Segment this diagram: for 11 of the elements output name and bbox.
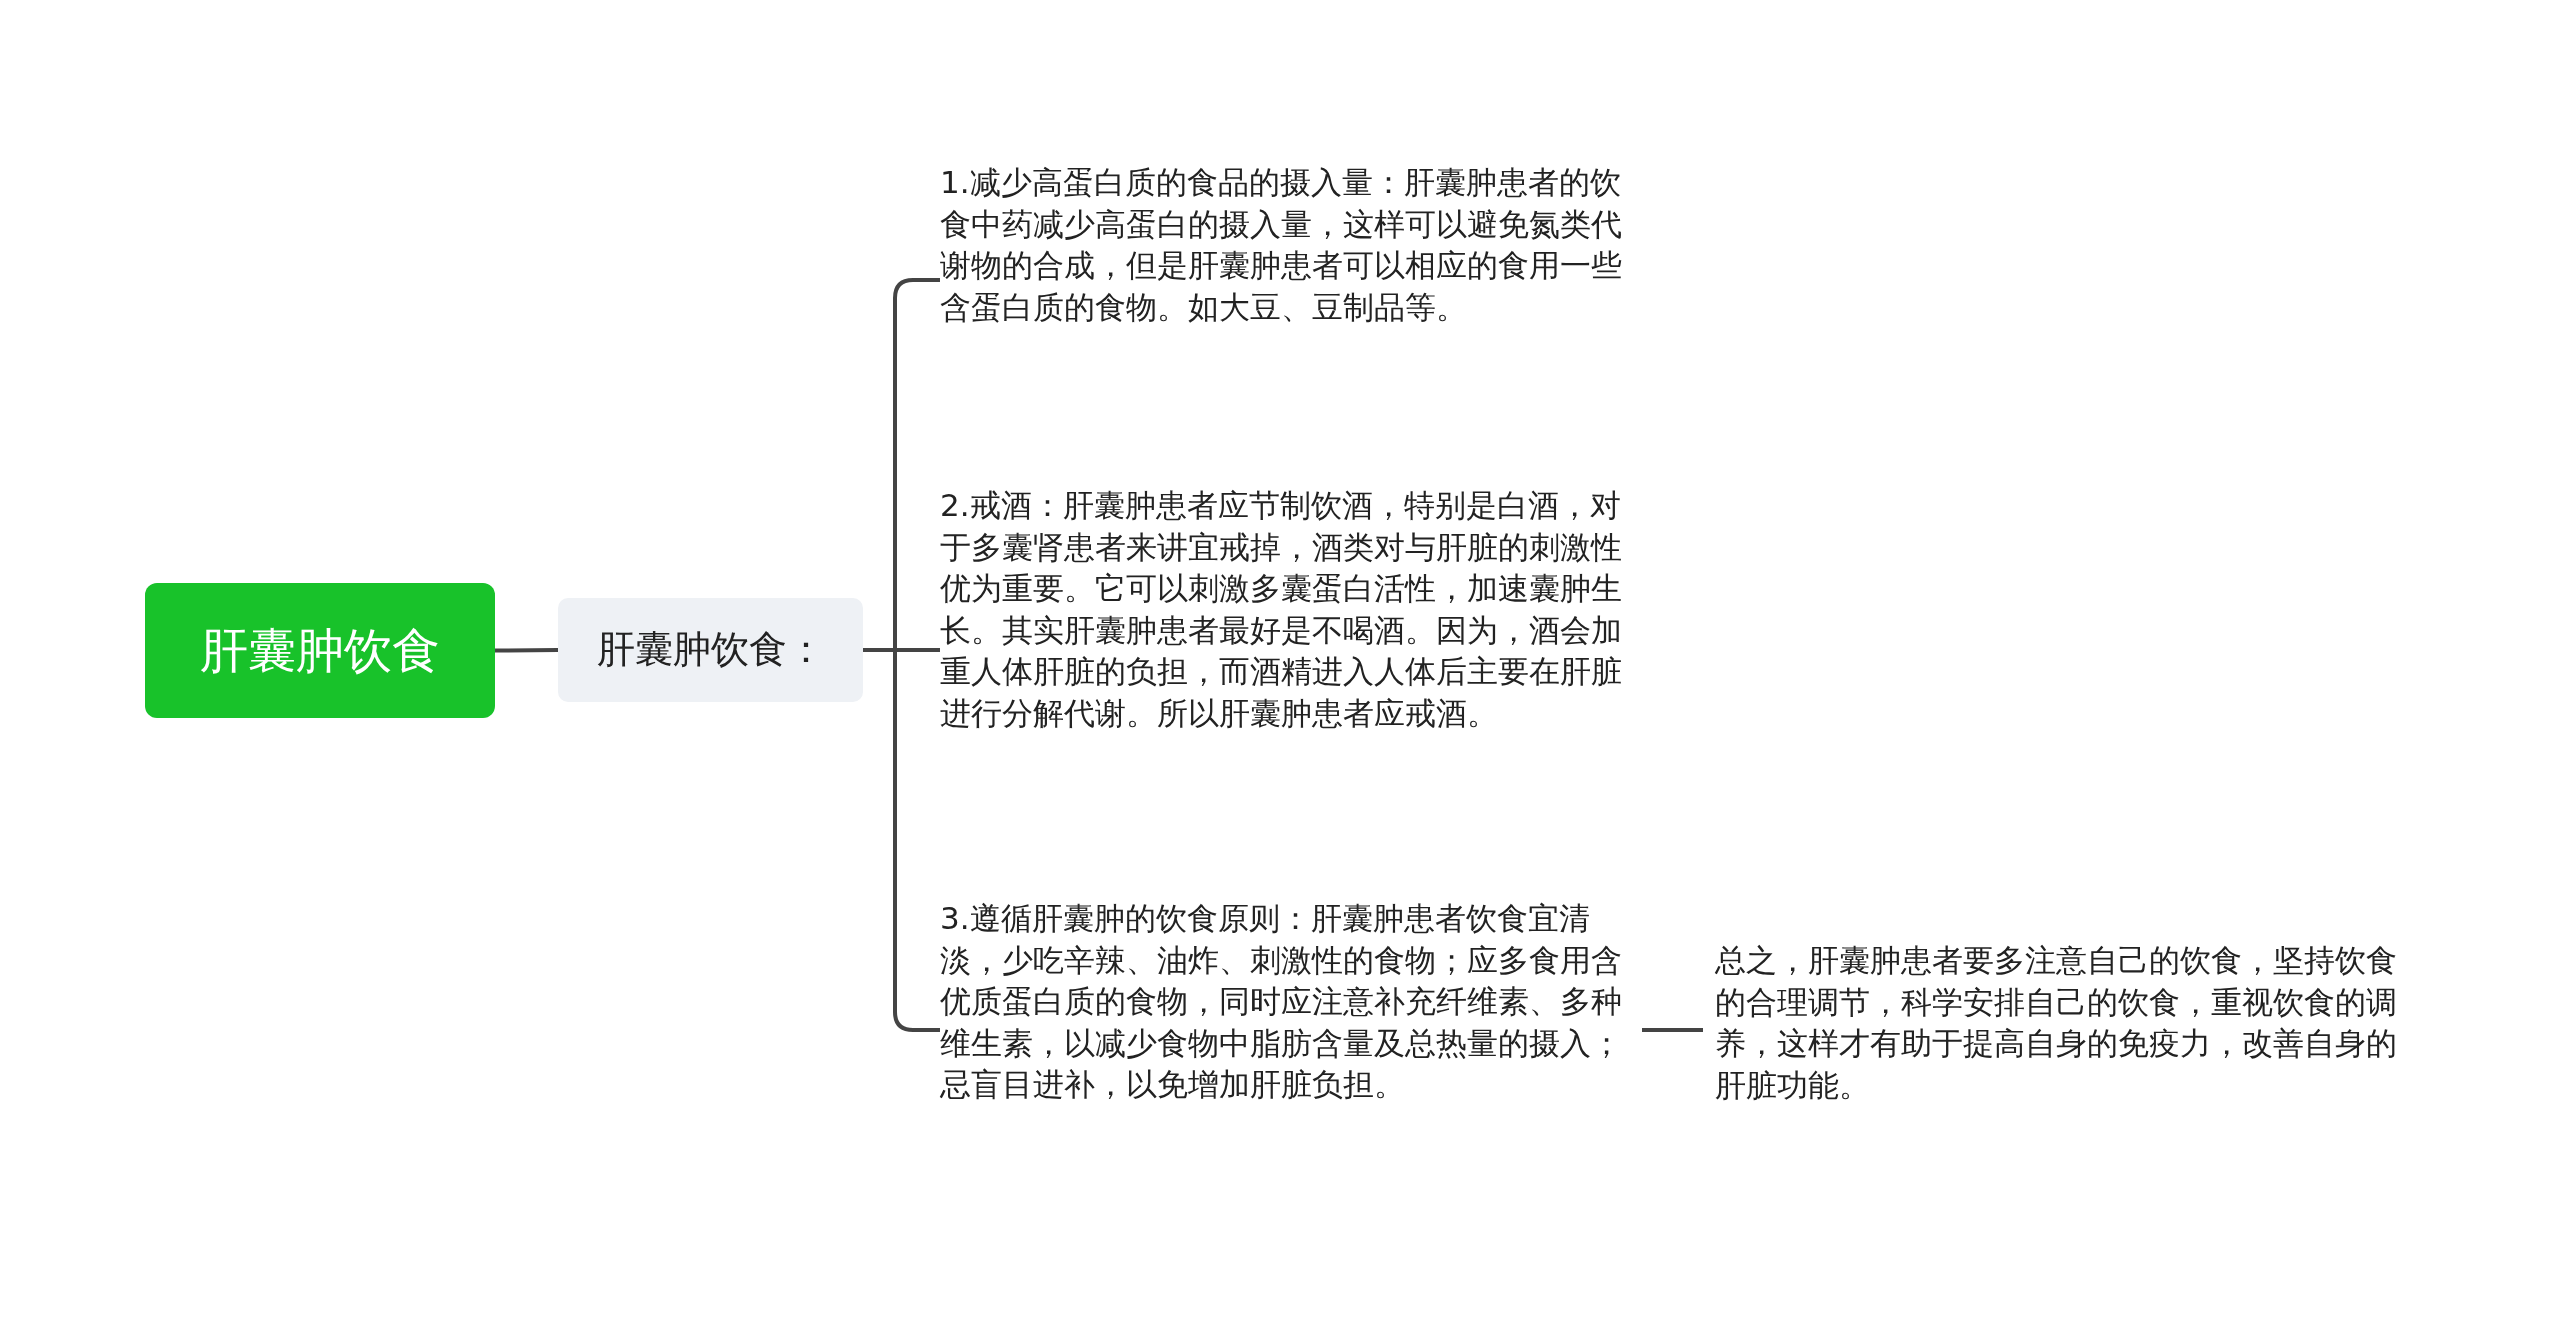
note-text: 1.减少高蛋白质的食品的摄入量：肝囊肿患者的饮食中药减少高蛋白的摄入量，这样可以避免氮类代谢物的合成，但是肝囊肿患者可以相应的食用一些含蛋白质的食物。如大豆、豆制品等。 [940,163,1623,327]
subtopic-box [558,598,863,702]
note-text: 总之，肝囊肿患者要多注意自己的饮食，坚持饮食的合理调节，科学安排自己的饮食，重视饮食的调养，这样才有助于提高自身的免疫力，改善自身的肝脏功能。 [1715,941,2398,1105]
root-topic-box [145,583,495,718]
topic-label: 肝囊肿饮食： [596,627,825,673]
topic-label: 肝囊肿饮食 [200,621,440,680]
connector-line [863,648,940,1032]
connector-line [495,648,558,653]
note-text: 3.遵循肝囊肿的饮食原则：肝囊肿患者饮食宜清淡，少吃辛辣、油炸、刺激性的食物；应多食用含优质蛋白质的食物，同时应注意补充纤维素、多种维生素，以减少食物中脂肪含量及总热量的摄入；忌盲目进补，以免增加肝脏负担。 [940,899,1623,1105]
note-text: 2.戒酒：肝囊肿患者应节制饮酒，特别是白酒，对于多囊肾患者来讲宜戒掉，酒类对与肝脏的刺激性优为重要。它可以刺激多囊蛋白活性，加速囊肿生长。其实肝囊肿患者最好是不喝酒。因为，酒会加重人体肝脏的负担，而酒精进入人体后主要在肝脏进行分解代谢。所以肝囊肿患者应戒酒。 [940,486,1623,733]
connector-line [1642,1028,1703,1032]
